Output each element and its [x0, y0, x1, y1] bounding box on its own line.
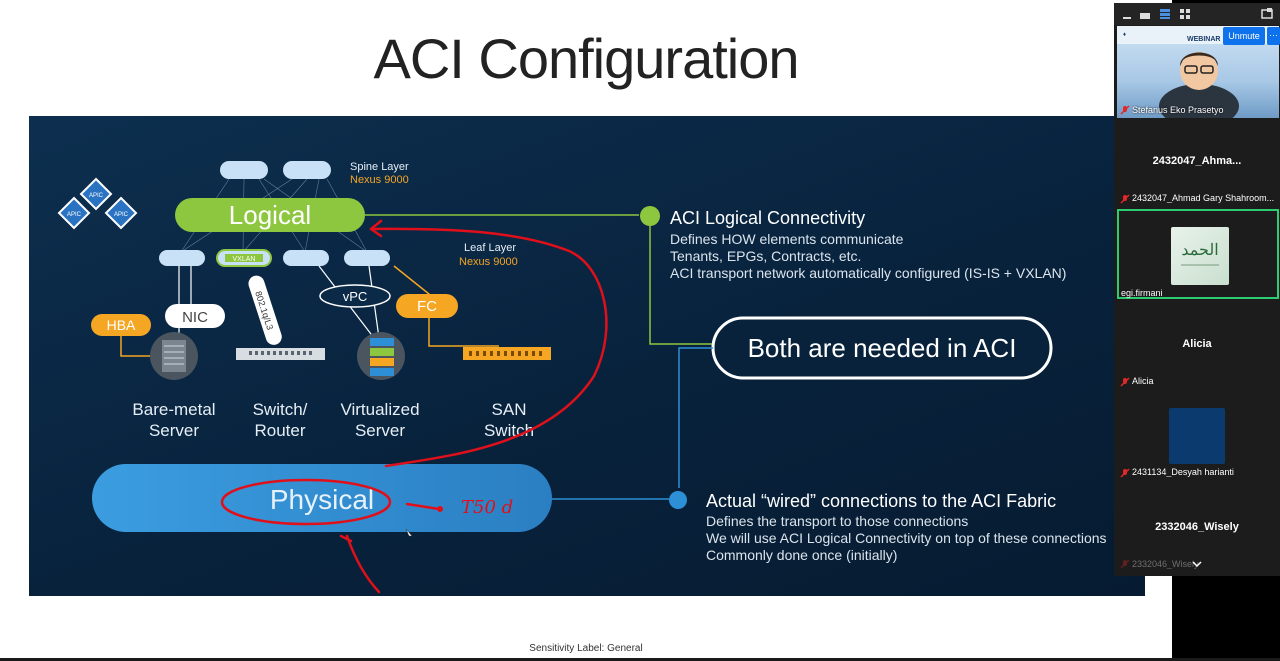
diagram-canvas: APIC APIC APIC Spine Layer Nexus 9000: [57, 161, 1107, 594]
chevron-down-icon[interactable]: [1191, 558, 1203, 570]
logical-conn-line: Defines HOW elements communicate: [670, 231, 904, 247]
gallery-view-icon[interactable]: [1178, 7, 1192, 21]
physical-conn-title: Actual “wired” connections to the ACI Fa…: [706, 491, 1056, 511]
more-options-button[interactable]: ···: [1267, 27, 1280, 45]
pen-dot: [437, 506, 443, 512]
logical-conn-line: ACI transport network automatically conf…: [670, 265, 1066, 281]
device-label-line2: Server: [355, 421, 405, 440]
minimize-icon[interactable]: [1120, 7, 1134, 21]
avatar: الحمد: [1171, 227, 1229, 285]
svg-text:♦: ♦: [1123, 32, 1126, 38]
slide-diagram: APIC APIC APIC Spine Layer Nexus 9000: [29, 116, 1145, 596]
panel-toolbar: [1114, 3, 1280, 25]
san-switch-icon: [463, 347, 551, 360]
physical-conn-line: Commonly done once (initially): [706, 547, 897, 563]
logical-conn-title: ACI Logical Connectivity: [670, 208, 865, 228]
svg-text:WEBINAR: WEBINAR: [1187, 36, 1220, 43]
slide-page: ACI Configuration APIC APIC APIC: [0, 0, 1172, 658]
leaf-switch: [283, 250, 329, 266]
hba-link: [120, 336, 164, 357]
physical-node: [669, 491, 687, 509]
vpc-label: vPC: [343, 289, 368, 304]
participant-display-name: 2432047_Ahma...: [1152, 155, 1242, 167]
participant-name: 2431134_Desyah harianti: [1132, 467, 1234, 477]
logical-node: [640, 206, 660, 226]
participant-name: Alicia: [1132, 376, 1154, 386]
mouse-cursor-icon: [405, 528, 413, 537]
physical-label: Physical: [270, 484, 374, 515]
trunk-link: 802.1q/L3: [248, 275, 282, 345]
vxlan-tag: [225, 254, 263, 262]
physical-conn-line: We will use ACI Logical Connectivity on …: [706, 530, 1107, 546]
nic-label: NIC: [182, 309, 208, 326]
pen-handwriting: T50 d: [461, 497, 513, 518]
spine-switch: [283, 161, 331, 179]
apic-label: APIC: [67, 212, 82, 218]
logical-link: [649, 226, 713, 345]
unmute-button[interactable]: Unmute: [1223, 27, 1265, 45]
vpc-badge: [319, 284, 391, 308]
device-label-line1: Bare-metal: [132, 400, 215, 419]
restore-icon[interactable]: [1138, 7, 1152, 21]
leaf-switch: [344, 250, 390, 266]
device-label-line1: SAN: [492, 400, 527, 419]
sensitivity-label: Sensitivity Label: General: [529, 643, 643, 654]
mic-muted-icon: [1120, 194, 1130, 204]
both-needed-label: Both are needed in ACI: [748, 333, 1017, 363]
logical-conn-line: Tenants, EPGs, Contracts, etc.: [670, 248, 861, 264]
hba-label: HBA: [107, 317, 136, 333]
leaf-layer-label: Leaf Layer: [464, 242, 516, 254]
fc-label: FC: [417, 298, 437, 315]
device-label-line2: Router: [254, 421, 305, 440]
vxlan-label: VXLAN: [233, 256, 256, 263]
mic-muted-icon: [1120, 105, 1130, 115]
participants-panel: ♦ WEBINAR Stefanus Eko Prasetyo Unmute ·…: [1114, 3, 1280, 576]
device-label-line1: Virtualized: [340, 400, 419, 419]
spine-switch: [220, 161, 268, 179]
apic-cluster-icon: APIC APIC APIC: [57, 177, 138, 230]
device-label-line1: Switch/: [253, 400, 308, 419]
switch-router-icon: [236, 348, 325, 360]
participant-name: Stefanus Eko Prasetyo: [1132, 105, 1224, 115]
slide-title: ACI Configuration: [373, 27, 799, 90]
leaf-switch: [159, 250, 205, 266]
logical-label: Logical: [229, 200, 311, 230]
logical-bar: [175, 198, 365, 232]
participant-display-name: Alicia: [1182, 338, 1212, 350]
physical-conn-line: Defines the transport to those connectio…: [706, 513, 968, 529]
nic-badge: [165, 304, 225, 328]
participant-name: 2332046_Wisely: [1132, 559, 1199, 569]
leaf-layer-sub: Nexus 9000: [459, 256, 518, 268]
virtualized-server-icon: [357, 332, 405, 380]
mic-muted-icon: [1120, 559, 1130, 569]
apic-label: APIC: [89, 193, 104, 199]
mic-muted-icon: [1120, 468, 1130, 478]
physical-bar: [92, 464, 552, 532]
avatar: [1169, 408, 1225, 464]
svg-text:الحمد: الحمد: [1181, 240, 1218, 259]
participant-display-name: 2332046_Wisely: [1155, 521, 1239, 533]
device-label-line2: Server: [149, 421, 199, 440]
participant-name: egi.firmani: [1121, 288, 1163, 298]
device-label-line2: Switch: [484, 421, 534, 440]
participant-tile-active[interactable]: الحمد egi.firmani: [1117, 209, 1279, 299]
taskbar-edge: [0, 658, 1280, 661]
fc-badge: [396, 294, 458, 318]
mic-muted-icon: [1120, 377, 1130, 387]
physical-link: [678, 347, 713, 488]
speaker-view-icon[interactable]: [1158, 7, 1172, 21]
participant-name: 2432047_Ahmad Gary Shahroom...: [1132, 193, 1275, 203]
spine-layer-sub: Nexus 9000: [350, 174, 409, 186]
spine-layer-label: Spine Layer: [350, 161, 409, 173]
hba-badge: [91, 314, 151, 336]
fullscreen-icon[interactable]: [1260, 7, 1274, 21]
fc-link: [393, 265, 499, 347]
apic-label: APIC: [114, 212, 129, 218]
bare-metal-server-icon: [150, 332, 198, 380]
pen-annotation: [220, 219, 608, 594]
